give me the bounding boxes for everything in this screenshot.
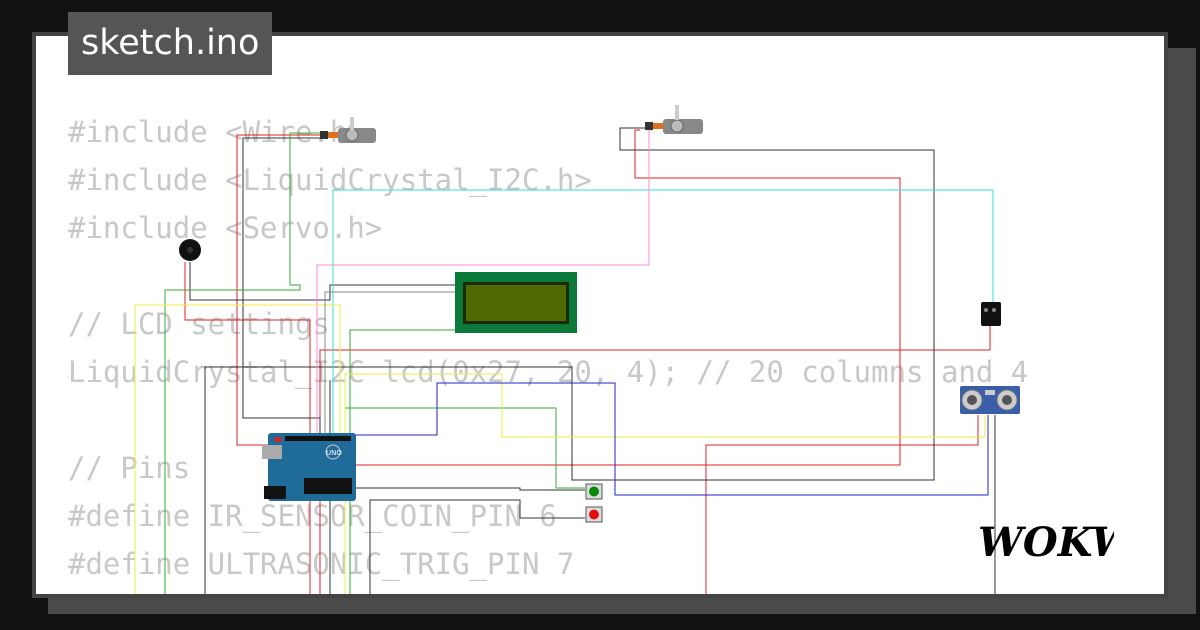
code-line: #define ULTRASONIC_TRIG_PIN 7 xyxy=(68,547,575,581)
wokwi-logo: WOKWi xyxy=(978,519,1114,560)
code-line: LiquidCrystal_I2C lcd(0x27, 20, 4); // 2… xyxy=(68,355,1029,389)
buzzer[interactable] xyxy=(179,239,201,261)
code-line: #include <Servo.h> xyxy=(68,211,383,245)
wire-blue xyxy=(355,382,989,496)
servo-motor-2[interactable] xyxy=(645,105,703,134)
wire-red xyxy=(184,129,991,594)
lcd-display[interactable] xyxy=(455,272,577,333)
wire-cyan xyxy=(332,189,994,440)
ultrasonic-sensor[interactable] xyxy=(960,386,1020,414)
wire-green xyxy=(164,132,585,594)
push-button-red[interactable] xyxy=(585,506,603,523)
logo-text: WOKWi xyxy=(978,519,1114,560)
diagram-canvas[interactable]: #include <Wire.h>#include <LiquidCrystal… xyxy=(32,32,1168,598)
code-line: #define IR_SENSOR_COIN_PIN 6 xyxy=(68,499,557,533)
arduino-uno[interactable]: UNO xyxy=(262,433,356,501)
code-line: #include <LiquidCrystal_I2C.h> xyxy=(68,163,592,197)
wire-yellow xyxy=(134,304,986,594)
servo-motor-1[interactable] xyxy=(320,117,376,143)
wire-gray xyxy=(324,291,455,440)
push-button-green[interactable] xyxy=(585,483,603,500)
ir-sensor-module[interactable] xyxy=(981,302,1001,326)
circuit-diagram: UNO xyxy=(134,105,1020,594)
arduino-label: UNO xyxy=(326,449,342,457)
wire-black xyxy=(189,127,996,594)
code-line: // Pins xyxy=(68,451,191,485)
code-line: // LCD settings xyxy=(68,307,330,341)
file-title: sketch.ino xyxy=(68,12,273,75)
code-background: #include <Wire.h>#include <LiquidCrystal… xyxy=(68,108,1029,594)
